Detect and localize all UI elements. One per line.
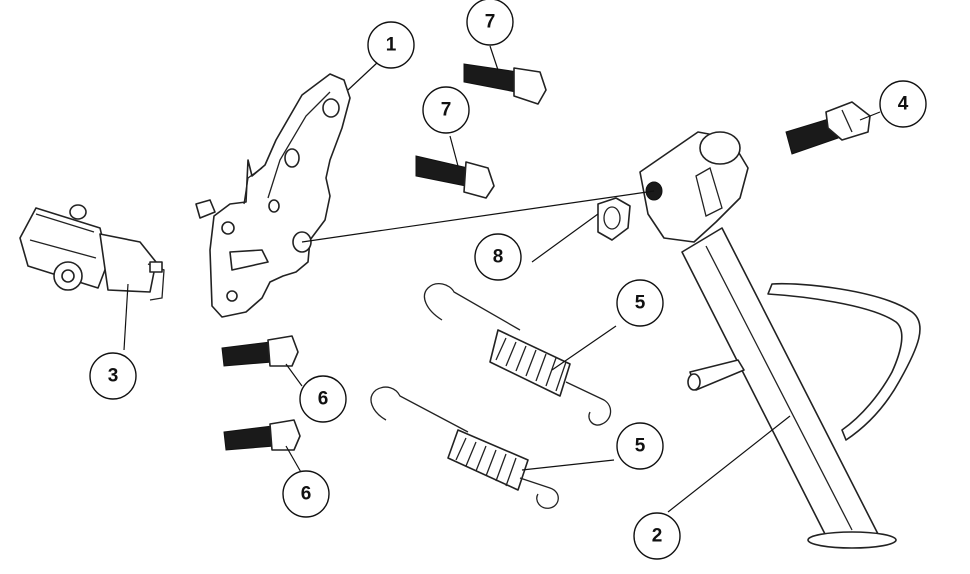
callout-4: 4 xyxy=(879,80,927,128)
callout-7-lower-label: 7 xyxy=(441,100,452,121)
callout-5-upper-label: 5 xyxy=(635,293,646,314)
side-stand-leg xyxy=(639,131,921,549)
callout-2-label: 2 xyxy=(652,526,663,547)
callout-1-label: 1 xyxy=(386,35,397,56)
spring-upper xyxy=(423,282,612,426)
callout-8-label: 8 xyxy=(493,247,504,268)
callout-6-upper: 6 xyxy=(299,375,347,423)
side-stand-switch xyxy=(19,204,165,301)
flange-nut xyxy=(597,197,631,241)
callout-7-upper-label: 7 xyxy=(485,12,496,33)
callout-7-upper: 7 xyxy=(466,0,514,46)
callout-4-label: 4 xyxy=(898,94,909,115)
callout-3-label: 3 xyxy=(108,366,119,387)
callout-3: 3 xyxy=(89,352,137,400)
callout-6-upper-label: 6 xyxy=(318,389,329,410)
spring-lower xyxy=(370,386,559,509)
bolt-7-upper xyxy=(463,63,547,105)
callout-2: 2 xyxy=(633,512,681,560)
mounting-bracket xyxy=(195,73,351,318)
bolt-6-lower xyxy=(223,419,301,451)
pivot-bolt xyxy=(785,101,871,155)
bolt-7-lower xyxy=(415,155,495,199)
leader-lines xyxy=(123,45,881,513)
callout-6-lower: 6 xyxy=(282,470,330,518)
callout-1: 1 xyxy=(367,21,415,69)
callout-6-lower-label: 6 xyxy=(301,484,312,505)
callout-5-lower-label: 5 xyxy=(635,436,646,457)
assembly-line xyxy=(301,190,655,243)
bolt-6-upper xyxy=(221,335,299,367)
callout-5-lower: 5 xyxy=(616,422,664,470)
callout-7-lower: 7 xyxy=(422,86,470,134)
callout-5-upper: 5 xyxy=(616,279,664,327)
callout-8: 8 xyxy=(474,233,522,281)
